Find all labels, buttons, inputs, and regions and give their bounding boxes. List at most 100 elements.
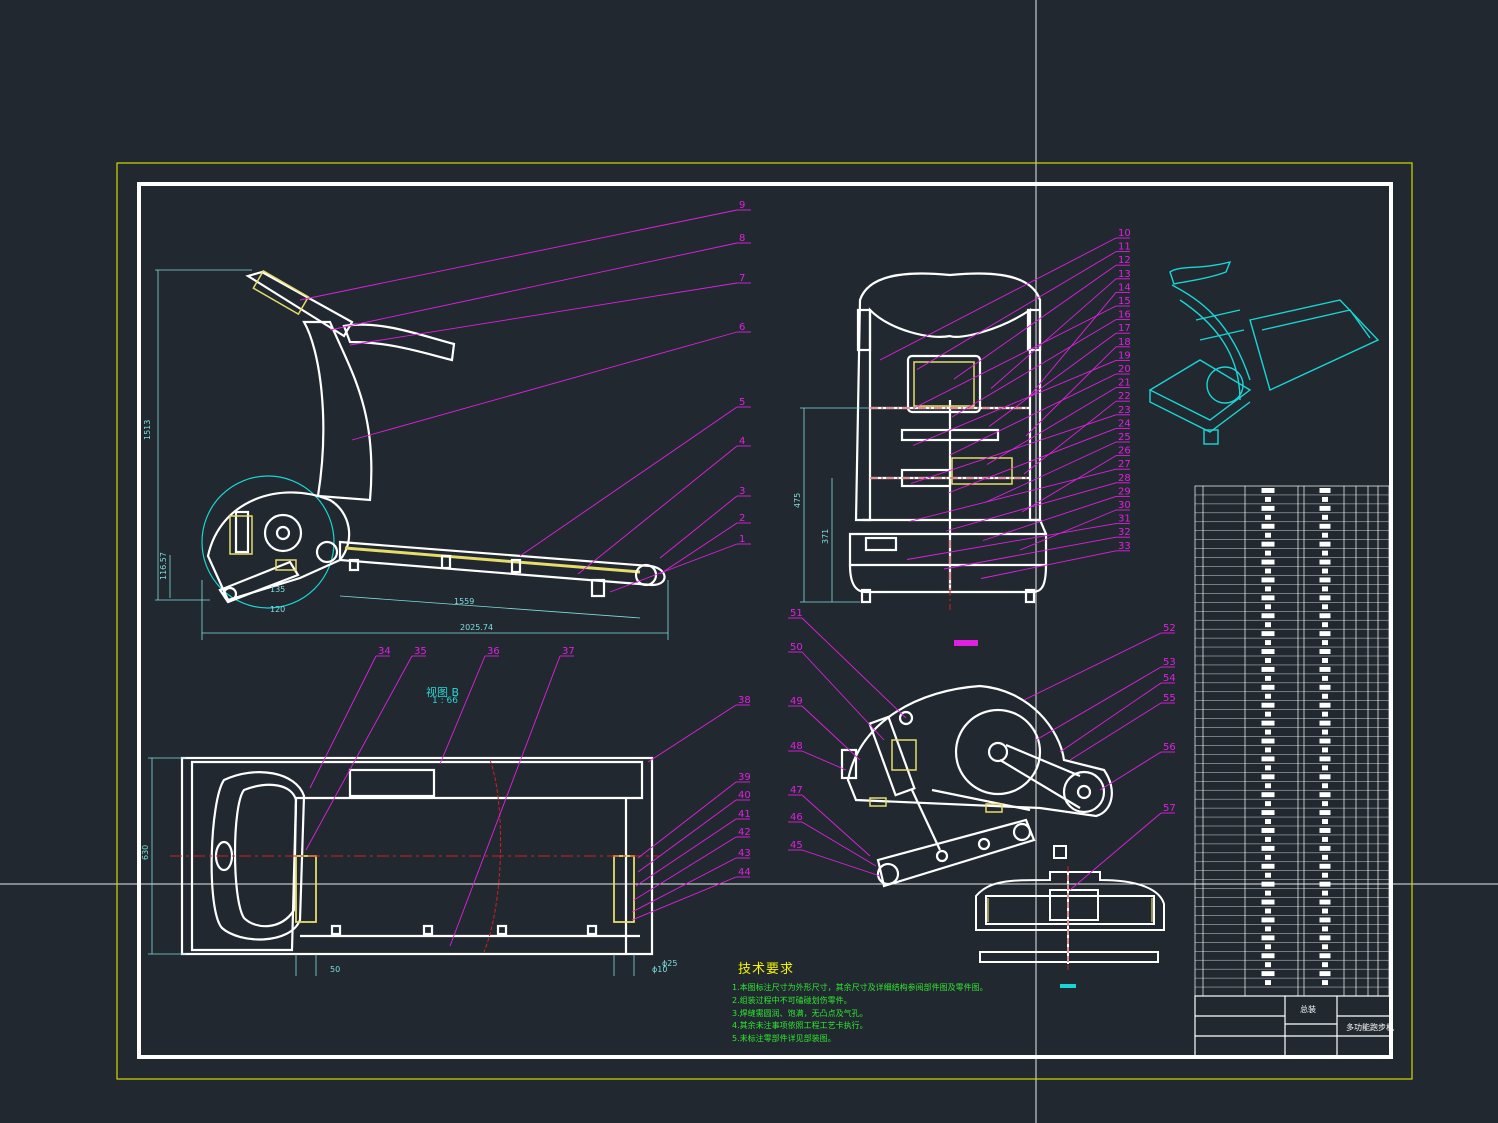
balloon-55: 55 [1163,693,1176,704]
balloon-49: 49 [790,696,803,707]
balloon-20: 20 [1118,364,1131,375]
balloon-40: 40 [738,790,751,801]
front-view-dimensions [800,407,870,603]
detail-view [840,684,1113,888]
balloon-21: 21 [1118,378,1131,389]
balloon-25: 25 [1118,432,1131,443]
section-marker [954,640,978,646]
tech-requirements-title: 技术要求 [738,962,795,977]
view-b-label: 视图 B [426,686,460,699]
balloon-31: 31 [1118,514,1131,525]
balloon-14: 14 [1118,282,1131,293]
sheet-inner-border [137,182,1393,1059]
dim-plan-width: 630 [141,845,150,860]
small-marker [1060,984,1076,988]
balloon-43: 43 [738,848,751,859]
balloon-18: 18 [1118,337,1131,348]
balloon-4: 4 [739,436,745,447]
balloon-8: 8 [739,233,745,244]
balloon-24: 24 [1118,418,1131,429]
front-view-yellow-parts [913,361,1013,485]
balloon-labels: 9876543211011121314151617181920212223242… [378,200,1176,878]
balloon-44: 44 [738,867,751,878]
side-view-yellow-parts [229,269,310,571]
balloon-50: 50 [790,642,803,653]
balloon-26: 26 [1118,446,1131,457]
balloon-11: 11 [1118,242,1131,253]
isometric-view [1148,260,1380,445]
balloon-51: 51 [790,608,803,619]
balloon-39: 39 [738,772,751,783]
balloon-13: 13 [1118,269,1131,280]
plan-view [180,756,654,956]
dim-front-height: 475 [793,493,802,508]
balloon-57: 57 [1163,803,1176,814]
view-b-scale: 1 : 66 [432,696,458,706]
balloon-16: 16 [1118,310,1131,321]
balloon-5: 5 [739,397,745,408]
balloon-42: 42 [738,827,751,838]
balloon-53: 53 [1163,657,1176,668]
balloon-27: 27 [1118,459,1131,470]
side-view-dimensions [155,269,669,640]
balloon-34: 34 [378,646,391,657]
balloon-37: 37 [562,646,575,657]
balloon-32: 32 [1118,527,1131,538]
dim-small-3: 120 [270,605,285,614]
balloon-52: 52 [1163,623,1176,634]
balloon-33: 33 [1118,541,1131,552]
balloon-12: 12 [1118,255,1131,266]
dim-small-1: 116.57 [159,552,168,580]
balloon-15: 15 [1118,296,1131,307]
balloon-7: 7 [739,273,745,284]
balloon-45: 45 [790,840,803,851]
end-detail-view [975,871,1165,964]
parts-list-table [1194,485,1390,997]
dim-front-height2: 371 [821,529,830,544]
side-view [201,270,666,609]
balloon-38: 38 [738,695,751,706]
tech-line-5: 5.未标注零部件详见部装图。 [732,1034,836,1043]
balloon-35: 35 [414,646,427,657]
dim-small-6: ϕ25 [662,959,677,968]
title-block-header: 总装 [1300,1005,1316,1014]
copy-icon[interactable] [1053,845,1067,859]
balloon-2: 2 [739,513,745,524]
balloon-36: 36 [487,646,500,657]
plan-view-centerlines [170,759,660,953]
title-block-name: 多功能跑步机 [1346,1023,1394,1032]
dim-small-2: 135 [270,585,285,594]
balloon-17: 17 [1118,323,1131,334]
plan-view-rollers [295,855,635,923]
balloon-54: 54 [1163,673,1176,684]
dim-small-4: 50 [330,965,340,974]
balloon-19: 19 [1118,350,1131,361]
dim-height-main: 1513 [143,420,152,440]
balloon-56: 56 [1163,742,1176,753]
balloon-6: 6 [739,322,745,333]
title-block [1194,995,1392,1057]
balloon-48: 48 [790,741,803,752]
dim-length-total: 2025.74 [460,623,493,632]
leader-lines [299,209,1175,947]
balloon-9: 9 [739,200,745,211]
balloon-22: 22 [1118,391,1131,402]
tech-line-2: 2.组装过程中不可磕碰划伤零件。 [732,996,852,1005]
tech-line-3: 3.焊缝需圆润、饱满，无凸点及气孔。 [732,1009,868,1018]
balloon-23: 23 [1118,405,1131,416]
balloon-47: 47 [790,785,803,796]
balloon-1: 1 [739,534,745,545]
sheet-outer-border [116,162,1413,1080]
dim-length-deck: 1559 [454,597,474,606]
balloon-46: 46 [790,812,803,823]
tech-line-4: 4.其余未注事项依照工程工艺卡执行。 [732,1021,868,1030]
balloon-3: 3 [739,486,745,497]
end-detail-yellow [987,898,1153,922]
detail-view-yellow-parts [869,739,1003,813]
plan-view-dimensions [148,757,635,976]
dim-small-5: ϕ10 [652,965,667,974]
balloon-29: 29 [1118,486,1131,497]
balloon-30: 30 [1118,500,1131,511]
balloon-41: 41 [738,809,751,820]
